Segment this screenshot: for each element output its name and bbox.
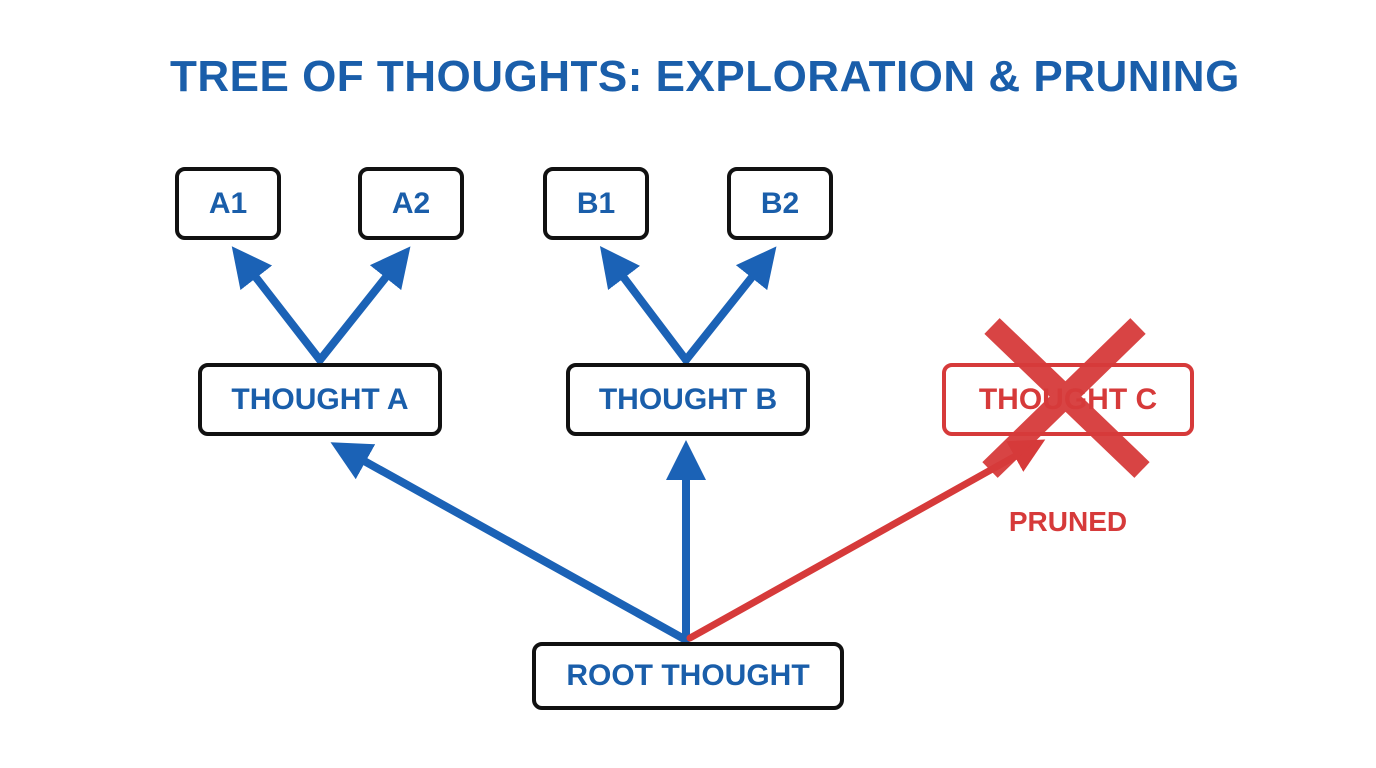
node-thought-a: THOUGHT A: [198, 363, 442, 436]
node-thought-b-label: THOUGHT B: [598, 382, 778, 416]
pruned-label: PRUNED: [968, 506, 1168, 538]
edge-thought-b-to-b1: [599, 246, 690, 364]
node-b1-label: B1: [576, 186, 616, 220]
edge-thought-a-to-a1: [231, 246, 324, 364]
node-thought-c-label: THOUGHT C: [978, 382, 1158, 416]
edge-thought-b-to-b2: [682, 246, 777, 364]
edge-root-to-thought-a: [330, 442, 690, 644]
node-a1-label: A1: [208, 186, 248, 220]
node-thought-a-label: THOUGHT A: [231, 382, 409, 416]
node-root-thought-label: ROOT THOUGHT: [566, 659, 810, 692]
node-thought-c: THOUGHT C: [942, 363, 1194, 436]
edge-root-to-thought-c: [686, 439, 1046, 642]
node-thought-b: THOUGHT B: [566, 363, 810, 436]
node-b2-label: B2: [760, 186, 800, 220]
node-a1: A1: [175, 167, 281, 240]
diagram-title-text: TREE OF THOUGHTS: EXPLORATION & PRUNING: [170, 52, 1240, 101]
node-a2: A2: [358, 167, 464, 240]
edge-thought-a-to-a2: [316, 246, 411, 364]
node-b2: B2: [727, 167, 833, 240]
node-a2-label: A2: [391, 186, 431, 220]
node-b1: B1: [543, 167, 649, 240]
node-root-thought: ROOT THOUGHT: [532, 642, 844, 710]
pruned-label-text: PRUNED: [1008, 506, 1128, 537]
